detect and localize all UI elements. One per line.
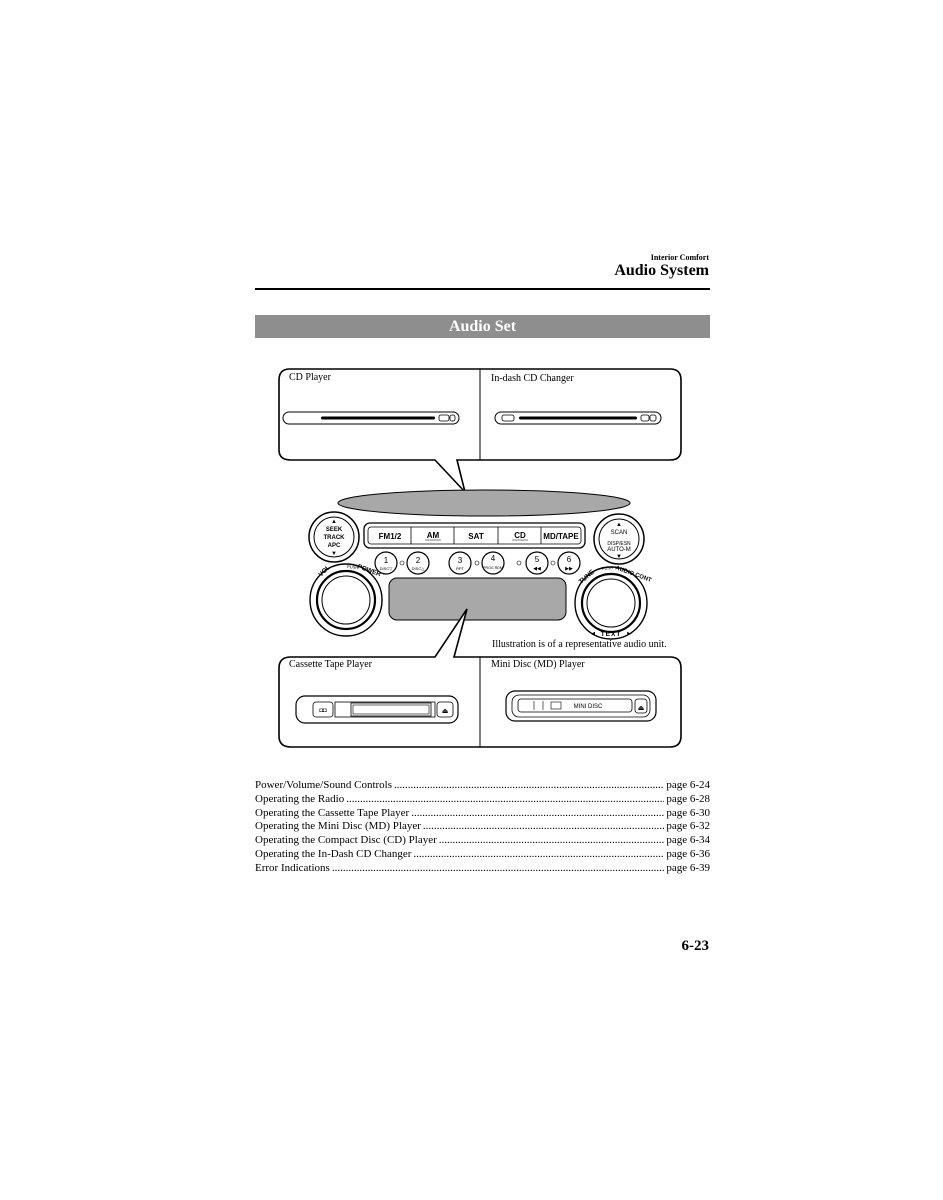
toc-row[interactable]: Operating the Cassette Tape Playerpage 6… bbox=[255, 807, 710, 821]
toc-row[interactable]: Operating the Radiopage 6-28 bbox=[255, 793, 710, 807]
preset-button-6: 6 ▶▶ bbox=[557, 551, 581, 575]
svg-text:DISC▽: DISC▽ bbox=[380, 566, 394, 571]
svg-text:DISC△: DISC△ bbox=[412, 566, 426, 571]
svg-text:◘◘: ◘◘ bbox=[319, 708, 327, 714]
tune-knob: TUNE PUSH AUDIO CONT TEXT ◀ ▶ bbox=[574, 565, 652, 640]
svg-text:⏏: ⏏ bbox=[442, 708, 449, 715]
svg-text:▼: ▼ bbox=[331, 551, 337, 557]
mode-button-bar: FM1/2 AM SAT CD MD/TAPE bbox=[363, 522, 586, 549]
audio-unit-drawing: ▲ SEEK TRACK APC ▼ ▲ SCAN DISP/ESN AUTO-… bbox=[278, 368, 682, 748]
cd-changer-slot-icon bbox=[494, 411, 662, 425]
mode-button-sat: SAT bbox=[468, 532, 484, 541]
table-of-contents: Power/Volume/Sound Controlspage 6-24 Ope… bbox=[255, 779, 710, 876]
svg-text:RPT: RPT bbox=[456, 566, 465, 571]
preset-button-5: 5 ◀◀ bbox=[525, 551, 549, 575]
header-rule bbox=[255, 288, 710, 290]
page-title: Audio System bbox=[614, 262, 709, 279]
illustration-caption: Illustration is of a representative audi… bbox=[492, 639, 667, 650]
svg-text:TEXT: TEXT bbox=[601, 631, 622, 638]
toc-row[interactable]: Error Indicationspage 6-39 bbox=[255, 862, 710, 876]
cassette-player-label: Cassette Tape Player bbox=[289, 659, 372, 670]
preset-button-1: 1 DISC▽ bbox=[374, 551, 398, 575]
section-banner: Audio Set bbox=[255, 315, 710, 338]
preset-buttons: 1 DISC▽ 2 DISC△ 3 RPT 4 PROG RDM bbox=[374, 551, 581, 575]
svg-text:⏏: ⏏ bbox=[638, 705, 645, 712]
mini-disc-player-label: Mini Disc (MD) Player bbox=[491, 659, 585, 670]
svg-text:◀◀: ◀◀ bbox=[533, 566, 541, 572]
svg-text:PROG RDM: PROG RDM bbox=[483, 566, 503, 570]
svg-text:▲: ▲ bbox=[616, 522, 622, 528]
preset-button-4: 4 PROG RDM bbox=[481, 551, 505, 575]
svg-text:SEEK: SEEK bbox=[326, 527, 343, 533]
mode-button-cd: CD bbox=[514, 531, 526, 540]
svg-text:▲: ▲ bbox=[331, 519, 337, 525]
audio-unit-illustration: ▲ SEEK TRACK APC ▼ ▲ SCAN DISP/ESN AUTO-… bbox=[255, 362, 710, 754]
section-label: Interior Comfort bbox=[650, 253, 709, 262]
scan-knob: ▲ SCAN DISP/ESN AUTO-M ▼ bbox=[593, 513, 645, 565]
svg-text:4: 4 bbox=[491, 554, 496, 563]
cd-changer-label: In-dash CD Changer bbox=[491, 373, 574, 384]
page-number: 6-23 bbox=[681, 938, 710, 954]
mode-button-am: AM bbox=[427, 531, 440, 540]
seek-track-knob: ▲ SEEK TRACK APC ▼ bbox=[308, 511, 360, 563]
svg-text:▶▶: ▶▶ bbox=[565, 566, 573, 572]
svg-text:◀: ◀ bbox=[591, 631, 595, 637]
svg-text:3: 3 bbox=[458, 556, 463, 565]
mode-button-fm: FM1/2 bbox=[379, 532, 402, 541]
upper-display-highlight bbox=[337, 489, 631, 517]
cd-player-slot-icon bbox=[282, 411, 460, 425]
svg-text:2: 2 bbox=[416, 556, 421, 565]
toc-row[interactable]: Operating the In-Dash CD Changerpage 6-3… bbox=[255, 848, 710, 862]
toc-row[interactable]: Operating the Mini Disc (MD) Playerpage … bbox=[255, 820, 710, 834]
svg-text:6: 6 bbox=[567, 555, 572, 564]
svg-text:AUTO-M: AUTO-M bbox=[607, 547, 631, 553]
svg-text:SCAN: SCAN bbox=[611, 530, 628, 536]
volume-knob: VOL PUSH POWER bbox=[309, 563, 383, 637]
preset-button-2: 2 DISC△ bbox=[406, 551, 430, 575]
mode-button-md-tape: MD/TAPE bbox=[543, 532, 579, 541]
preset-button-3: 3 RPT bbox=[448, 551, 472, 575]
svg-text:APC: APC bbox=[328, 543, 341, 549]
svg-text:TRACK: TRACK bbox=[324, 535, 346, 541]
svg-text:PUSH: PUSH bbox=[602, 565, 614, 571]
lower-display-highlight bbox=[388, 577, 567, 621]
svg-text:MINI DISC: MINI DISC bbox=[574, 704, 603, 710]
svg-text:DISP/ESN: DISP/ESN bbox=[607, 541, 631, 547]
toc-row[interactable]: Operating the Compact Disc (CD) Playerpa… bbox=[255, 834, 710, 848]
svg-text:▶: ▶ bbox=[627, 631, 631, 637]
svg-text:5: 5 bbox=[535, 555, 540, 564]
svg-text:PUSH: PUSH bbox=[347, 564, 359, 570]
svg-text:▼: ▼ bbox=[616, 554, 622, 560]
toc-row[interactable]: Power/Volume/Sound Controlspage 6-24 bbox=[255, 779, 710, 793]
mini-disc-slot-icon: MINI DISC ⏏ bbox=[505, 690, 657, 722]
cassette-slot-icon: ◘◘ ⏏ bbox=[295, 695, 459, 724]
svg-text:1: 1 bbox=[384, 556, 389, 565]
cd-player-label: CD Player bbox=[289, 372, 331, 383]
